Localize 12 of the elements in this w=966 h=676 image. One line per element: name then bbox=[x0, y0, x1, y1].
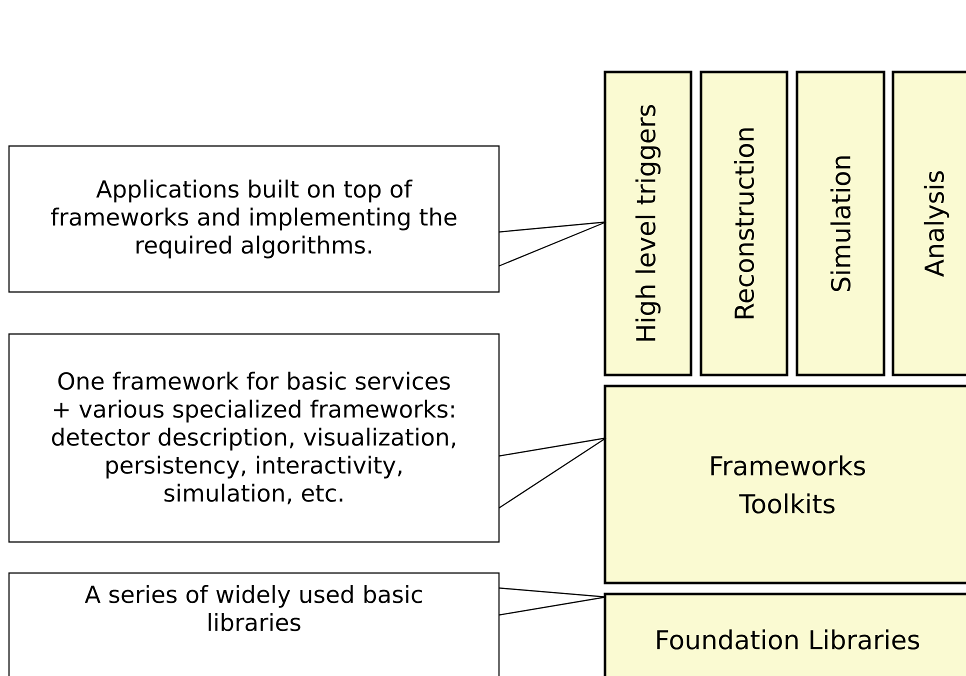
application-box: Simulation bbox=[796, 70, 886, 376]
callout-pointer bbox=[498, 587, 607, 616]
application-box: High level triggers bbox=[604, 70, 692, 376]
application-box: Analysis bbox=[892, 70, 966, 376]
callout-box: One framework for basic services + various specialized frameworks: detector description, visualization, persistency, interactivity, simulation, etc. bbox=[8, 333, 500, 543]
layer-box: Foundation Libraries bbox=[604, 592, 966, 676]
callout-pointer bbox=[498, 221, 607, 267]
application-box: Reconstruction bbox=[700, 70, 788, 376]
callout-pointer bbox=[498, 437, 607, 509]
callout-box: Applications built on top of frameworks and implementing the required algorithms. bbox=[8, 145, 500, 293]
callout-box: A series of widely used basic libraries bbox=[8, 572, 500, 676]
layer-box: Frameworks Toolkits bbox=[604, 384, 966, 584]
